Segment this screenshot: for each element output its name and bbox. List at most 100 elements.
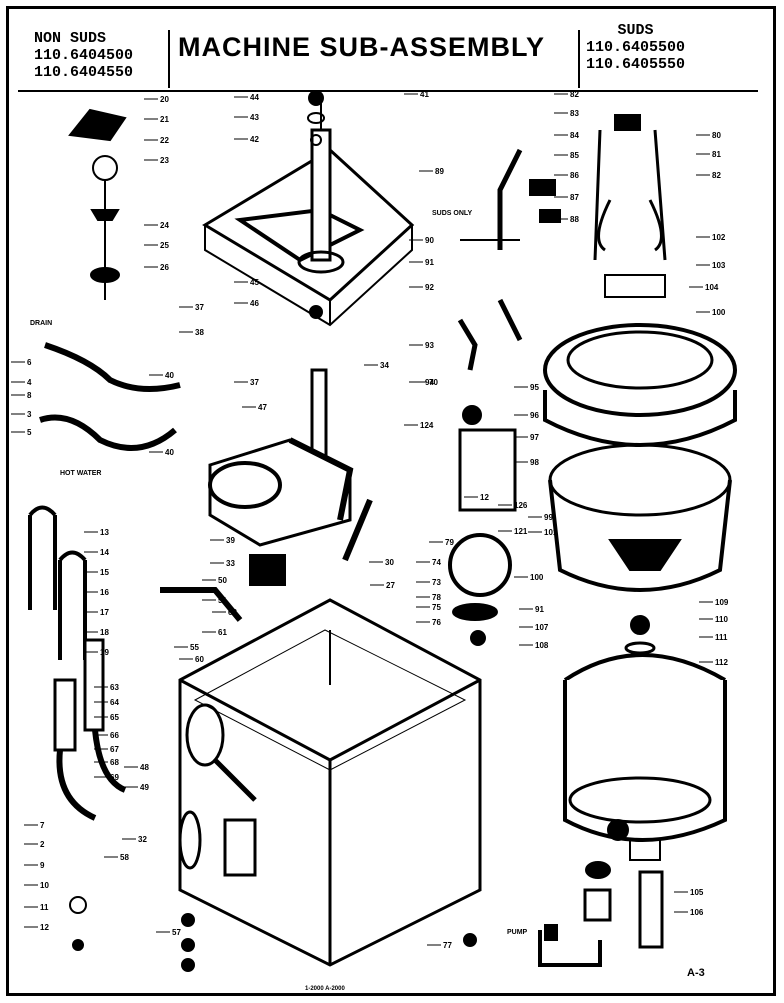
part-callout-hoses-lower-5: 18	[100, 628, 109, 637]
part-callout-motor-area-5: 75	[432, 603, 441, 612]
part-callout-hoses-lower-9: 9	[40, 861, 45, 870]
part-callout-cabinet-8: 65	[110, 713, 119, 722]
part-callout-motor-area-4: 74	[432, 558, 441, 567]
part-callout-top-left-1: 21	[160, 115, 169, 124]
part-callout-transmission-1: 39	[226, 536, 235, 545]
pump-assembly	[69, 615, 664, 972]
part-callout-hoses-lower-0: 13	[100, 528, 109, 537]
part-callout-top-left-3: 23	[160, 156, 169, 165]
part-callout-suds-parts-1: 83	[570, 109, 579, 118]
part-callout-cabinet-0: 50	[218, 576, 227, 585]
part-callout-lower-right-3: 109	[715, 598, 729, 607]
diagram-title: MACHINE SUB-ASSEMBLY	[178, 32, 546, 62]
part-callout-suds-parts-9: 91	[425, 258, 434, 267]
part-callout-transmission-5: 124	[420, 421, 434, 430]
part-callout-suds-parts-5: 87	[570, 193, 579, 202]
part-callout-hoses-lower-3: 16	[100, 588, 109, 597]
outer-tub	[543, 114, 737, 592]
part-callout-cabinet-17: 57	[172, 928, 181, 937]
part-callout-suds-parts-15: 97	[530, 433, 539, 442]
part-callout-transmission-3: 27	[386, 581, 395, 590]
part-callout-tub-7: 99	[544, 513, 553, 522]
pump-note: PUMP	[507, 929, 528, 936]
part-callout-lower-right-4: 110	[715, 615, 728, 624]
part-callout-suds-parts-7: 89	[435, 167, 444, 176]
part-callout-drive-plate-8: 34	[380, 361, 389, 370]
part-callout-drive-plate-7: 38	[195, 328, 204, 337]
part-callout-drive-plate-5: 46	[250, 299, 259, 308]
part-callout-suds-parts-13: 95	[530, 383, 539, 392]
non-suds-model-block: NON SUDS 110.6404500 110.6404550	[34, 30, 133, 81]
part-callout-lower-right-7: 105	[690, 888, 704, 897]
top-left-bracket	[68, 108, 127, 300]
part-callout-hoses-lower-8: 2	[40, 840, 45, 849]
part-callout-hoses-left-5: 40	[165, 371, 174, 380]
part-callout-lower-right-0: 91	[535, 605, 544, 614]
part-callout-top-left-5: 25	[160, 241, 169, 250]
part-callout-suds-parts-10: 92	[425, 283, 434, 292]
part-callout-tub-2: 82	[712, 171, 721, 180]
hot-water-note: HOT WATER	[60, 470, 101, 477]
part-callout-cabinet-10: 67	[110, 745, 119, 754]
part-callout-drive-plate-3: 41	[420, 90, 429, 99]
header-divider-left	[168, 30, 170, 88]
part-callout-cabinet-9: 66	[110, 731, 119, 740]
part-callout-cabinet-13: 48	[140, 763, 149, 772]
part-callout-cabinet-16: 58	[120, 853, 129, 862]
part-callout-motor-area-7: 126	[514, 501, 528, 510]
cabinet	[178, 598, 482, 967]
part-callout-hoses-left-1: 6	[27, 358, 32, 367]
part-callout-cabinet-5: 60	[195, 655, 204, 664]
part-callout-hoses-lower-2: 15	[100, 568, 109, 577]
part-callout-cabinet-14: 49	[140, 783, 149, 792]
part-callout-suds-parts-16: 98	[530, 458, 539, 467]
part-callout-suds-parts-11: 93	[425, 341, 434, 350]
part-callout-motor-area-2: 73	[432, 578, 441, 587]
plate-id: 1-2000 A-2000	[305, 986, 345, 992]
part-callout-hoses-lower-10: 10	[40, 881, 49, 890]
suds-only-note: SUDS ONLY	[432, 210, 473, 217]
part-callout-lower-right-6: 112	[715, 658, 728, 667]
part-callout-motor-area-6: 76	[432, 618, 441, 627]
non-suds-label: NON SUDS	[34, 30, 107, 47]
part-callout-suds-parts-4: 86	[570, 171, 579, 180]
part-callout-hoses-left-4: 8	[27, 391, 32, 400]
part-callout-top-left-2: 22	[160, 136, 169, 145]
part-callout-suds-parts-3: 85	[570, 151, 579, 160]
part-callout-cabinet-6: 63	[110, 683, 119, 692]
part-callout-cabinet-3: 61	[218, 628, 227, 637]
part-callout-lower-right-9: 70	[429, 378, 438, 387]
transmission	[208, 368, 373, 586]
part-callout-tub-8: 101	[544, 528, 558, 537]
header-divider-right	[578, 30, 580, 88]
part-callout-cabinet-4: 55	[190, 643, 199, 652]
callout-layer: 2021222324252644434241454637383437473933…	[11, 90, 729, 950]
part-callout-motor-area-8: 121	[514, 527, 528, 536]
part-callout-tub-0: 80	[712, 131, 721, 140]
part-callout-lower-right-5: 111	[715, 633, 728, 642]
part-callout-drive-plate-9: 37	[250, 378, 259, 387]
part-callout-drive-plate-4: 45	[250, 278, 259, 287]
part-callout-cabinet-11: 68	[110, 758, 119, 767]
part-callout-motor-area-0: 12	[480, 493, 489, 502]
part-callout-hoses-lower-1: 14	[100, 548, 109, 557]
part-callout-hoses-lower-11: 11	[40, 903, 49, 912]
part-callout-drive-plate-1: 43	[250, 113, 259, 122]
part-callout-cabinet-1: 51	[218, 596, 227, 605]
part-callout-transmission-4: 30	[385, 558, 394, 567]
part-callout-tub-1: 81	[712, 150, 721, 159]
non-suds-model-1: 110.6404500	[34, 47, 134, 64]
part-callout-transmission-0: 47	[258, 403, 267, 412]
drain-note: DRAIN	[30, 320, 52, 327]
part-callout-motor-area-3: 78	[432, 593, 441, 602]
part-callout-tub-3: 104	[705, 283, 719, 292]
basket	[563, 653, 727, 861]
drive-motor	[448, 405, 517, 646]
part-callout-cabinet-12: 69	[110, 773, 119, 782]
suds-label: SUDS	[617, 22, 654, 39]
part-callout-suds-parts-8: 90	[425, 236, 434, 245]
diagram-frame	[6, 6, 776, 996]
non-suds-model-2: 110.6404550	[34, 64, 134, 81]
suds-model-1: 110.6405500	[586, 39, 686, 56]
